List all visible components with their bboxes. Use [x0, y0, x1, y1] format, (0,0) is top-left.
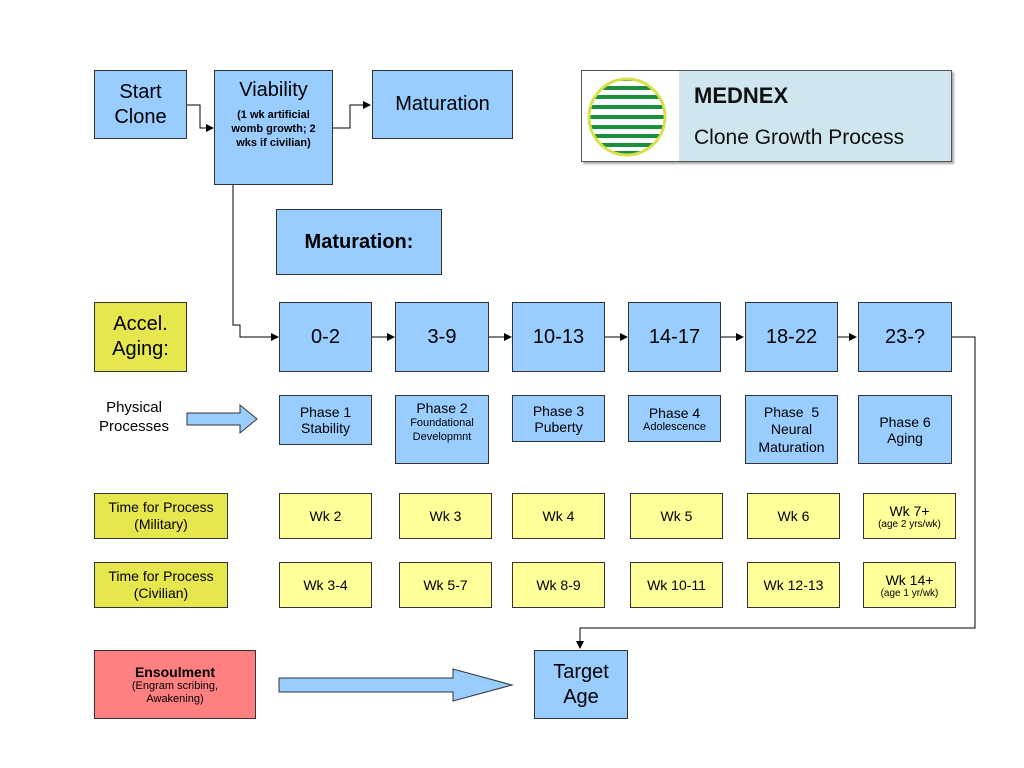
physical-processes-text: Physical Processes: [98, 399, 170, 435]
civilian-week-box: Wk 12-13: [747, 562, 840, 608]
civilian-week-box: Wk 10-11: [630, 562, 723, 608]
week-main: Wk 6: [777, 508, 810, 524]
civilian-time-label-box: Time for Process (Civilian): [94, 562, 228, 608]
week-main: Wk 8-9: [536, 577, 581, 593]
phase-desc: Puberty: [534, 418, 583, 435]
week-main: Wk 4: [542, 508, 575, 524]
mednex-brand-panel: MEDNEX Clone Growth Process: [581, 70, 952, 162]
age-label: 18-22: [765, 325, 818, 348]
start-clone-box: Start Clone: [94, 70, 187, 139]
accel-aging-label: Accel. Aging:: [112, 313, 169, 360]
ensoulment-arrow: [278, 668, 514, 702]
age-box-10-13: 10-13: [512, 302, 605, 372]
physical-processes-label: Physical Processes: [86, 398, 182, 436]
brand-subtitle: Clone Growth Process: [694, 126, 905, 149]
civilian-week-box: Wk 3-4: [279, 562, 372, 608]
phase-name: Phase 6: [879, 413, 931, 430]
phase-box-3: Phase 3 Puberty: [512, 395, 605, 442]
phase-name: Phase 1: [299, 404, 352, 420]
maturation-header-box: Maturation:: [276, 209, 442, 275]
week-main: Wk 10-11: [647, 577, 706, 593]
target-age-box: Target Age: [534, 650, 628, 719]
civilian-week-box: Wk 14+ (age 1 yr/wk): [863, 562, 956, 608]
age-box-23-plus: 23-?: [858, 302, 952, 372]
week-main: Wk 12-13: [763, 577, 824, 593]
civilian-week-box: Wk 8-9: [512, 562, 605, 608]
military-time-label-box: Time for Process (Military): [94, 493, 228, 539]
physical-processes-arrow: [186, 403, 258, 435]
striped-globe-icon: [587, 77, 667, 157]
week-note: (age 2 yrs/wk): [878, 518, 941, 530]
phase-name: Phase 4: [648, 404, 701, 421]
phase-desc: Stability: [300, 420, 351, 436]
week-note: (age 1 yr/wk): [880, 587, 939, 599]
age-box-18-22: 18-22: [745, 302, 838, 372]
maturation-header-label: Maturation:: [304, 230, 414, 253]
accel-aging-box: Accel. Aging:: [94, 302, 187, 372]
age-label: 14-17: [648, 325, 701, 348]
military-week-box: Wk 2: [279, 493, 372, 539]
start-clone-label: Start Clone: [114, 80, 167, 128]
maturation-top-box: Maturation: [372, 70, 513, 139]
arrow-to-target-age: [576, 336, 976, 649]
military-week-box: Wk 5: [630, 493, 723, 539]
military-week-box: Wk 6: [747, 493, 840, 539]
military-week-box: Wk 3: [399, 493, 492, 539]
brand-logo-area: [582, 71, 679, 161]
target-age-label: Target Age: [553, 660, 609, 708]
week-main: Wk 2: [309, 508, 342, 524]
age-box-14-17: 14-17: [628, 302, 721, 372]
age-box-0-2: 0-2: [279, 302, 372, 372]
phase-box-1: Phase 1 Stability: [279, 395, 372, 445]
week-main: Wk 5-7: [423, 577, 468, 593]
maturation-top-label: Maturation: [395, 93, 490, 115]
week-main: Wk 7+: [889, 502, 930, 519]
viability-note: (1 wk artificial womb growth; 2 wks if c…: [231, 109, 316, 149]
arrow-start-to-viability: [187, 104, 214, 132]
week-main: Wk 3-4: [303, 577, 348, 593]
phase-box-4: Phase 4 Adolescence: [628, 395, 721, 442]
age-label: 0-2: [311, 325, 340, 348]
week-main: Wk 3: [429, 508, 462, 524]
military-time-label: Time for Process (Military): [108, 499, 214, 532]
age-label: 23-?: [884, 325, 926, 348]
phase-desc: Foundational Developmnt: [410, 417, 474, 443]
phase-desc: Adolescence: [643, 420, 706, 433]
civilian-time-label: Time for Process (Civilian): [108, 568, 214, 601]
phase-box-5: Phase 5 Neural Maturation: [745, 395, 838, 464]
brand-text-area: MEDNEX Clone Growth Process: [679, 71, 951, 161]
arrow-viability-to-maturation: [333, 101, 371, 129]
ensoulment-title: Ensoulment: [134, 663, 216, 680]
phase-name: Phase 3: [532, 402, 585, 419]
phase-desc: Neural Maturation: [758, 420, 825, 455]
age-label: 3-9: [427, 325, 457, 348]
week-main: Wk 5: [660, 508, 693, 524]
arrow-viability-to-age-0-2: [232, 185, 279, 341]
phase-box-2: Phase 2 Foundational Developmnt: [395, 395, 489, 464]
week-main: Wk 14+: [885, 571, 934, 588]
civilian-week-box: Wk 5-7: [399, 562, 492, 608]
ensoulment-note: (Engram scribing, Awakening): [131, 679, 219, 705]
viability-box: Viability (1 wk artificial womb growth; …: [214, 70, 333, 185]
phase-name: Phase 5: [763, 403, 820, 420]
phase-desc: Aging: [887, 429, 923, 446]
phase-name: Phase 2: [416, 400, 468, 416]
viability-title: Viability: [239, 79, 308, 101]
age-label: 10-13: [532, 325, 585, 348]
brand-company: MEDNEX: [694, 83, 789, 108]
military-week-box: Wk 7+ (age 2 yrs/wk): [863, 493, 956, 539]
ensoulment-box: Ensoulment (Engram scribing, Awakening): [94, 650, 256, 719]
phase-box-6: Phase 6 Aging: [858, 395, 952, 464]
age-box-3-9: 3-9: [395, 302, 489, 372]
military-week-box: Wk 4: [512, 493, 605, 539]
